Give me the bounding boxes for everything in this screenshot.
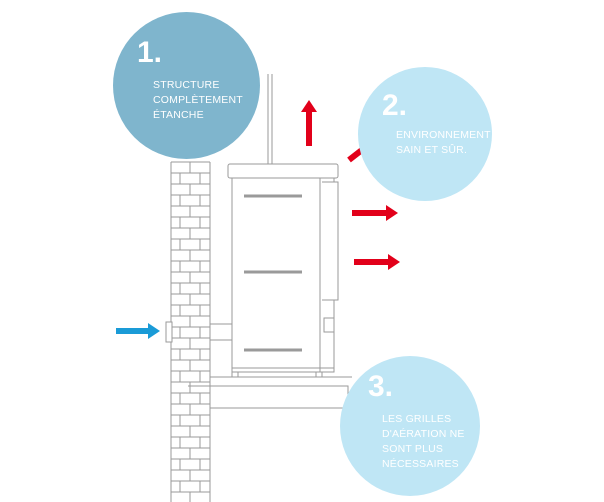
bubble-ventilation: 3. LES GRILLES D'AÉRATION NE SONT PLUS N… (340, 356, 480, 496)
floor-outline (188, 385, 349, 409)
bubble-text: ENVIRONNEMENT SAIN ET SÛR. (396, 129, 491, 156)
air-intake-duct (165, 321, 233, 343)
bubble-environment: 2. ENVIRONNEMENT SAIN ET SÛR. (358, 67, 492, 201)
stove-door-edge (322, 181, 339, 301)
red-arrow-icon (301, 100, 317, 146)
flue-pipe (267, 74, 273, 164)
stove-body (231, 177, 321, 373)
stove (227, 163, 339, 378)
brick-rows (171, 161, 210, 502)
stove-handle (323, 317, 335, 333)
blue-arrow-icon (116, 323, 160, 339)
bubble-number: 2. (382, 89, 408, 122)
bubble-structure: 1. STRUCTURE COMPLÈTEMENT ÉTANCHE (113, 12, 260, 159)
red-arrow-icon (352, 205, 398, 221)
intake-pipe (209, 323, 233, 341)
bubble-text: STRUCTURE COMPLÈTEMENT ÉTANCHE (153, 79, 243, 121)
stove-top (227, 163, 339, 179)
blue-arrow (116, 323, 160, 339)
intake-grille (165, 321, 173, 343)
bubble-number: 1. (137, 36, 163, 69)
stove-foot-right (315, 371, 323, 378)
brick-wall (170, 161, 211, 502)
stove-foot-left (231, 371, 239, 378)
bubble-number: 3. (368, 370, 394, 403)
floor-slab (188, 376, 352, 409)
bubble-text: LES GRILLES D'AÉRATION NE SONT PLUS NÉCE… (382, 413, 465, 470)
red-arrow-icon (354, 254, 400, 270)
